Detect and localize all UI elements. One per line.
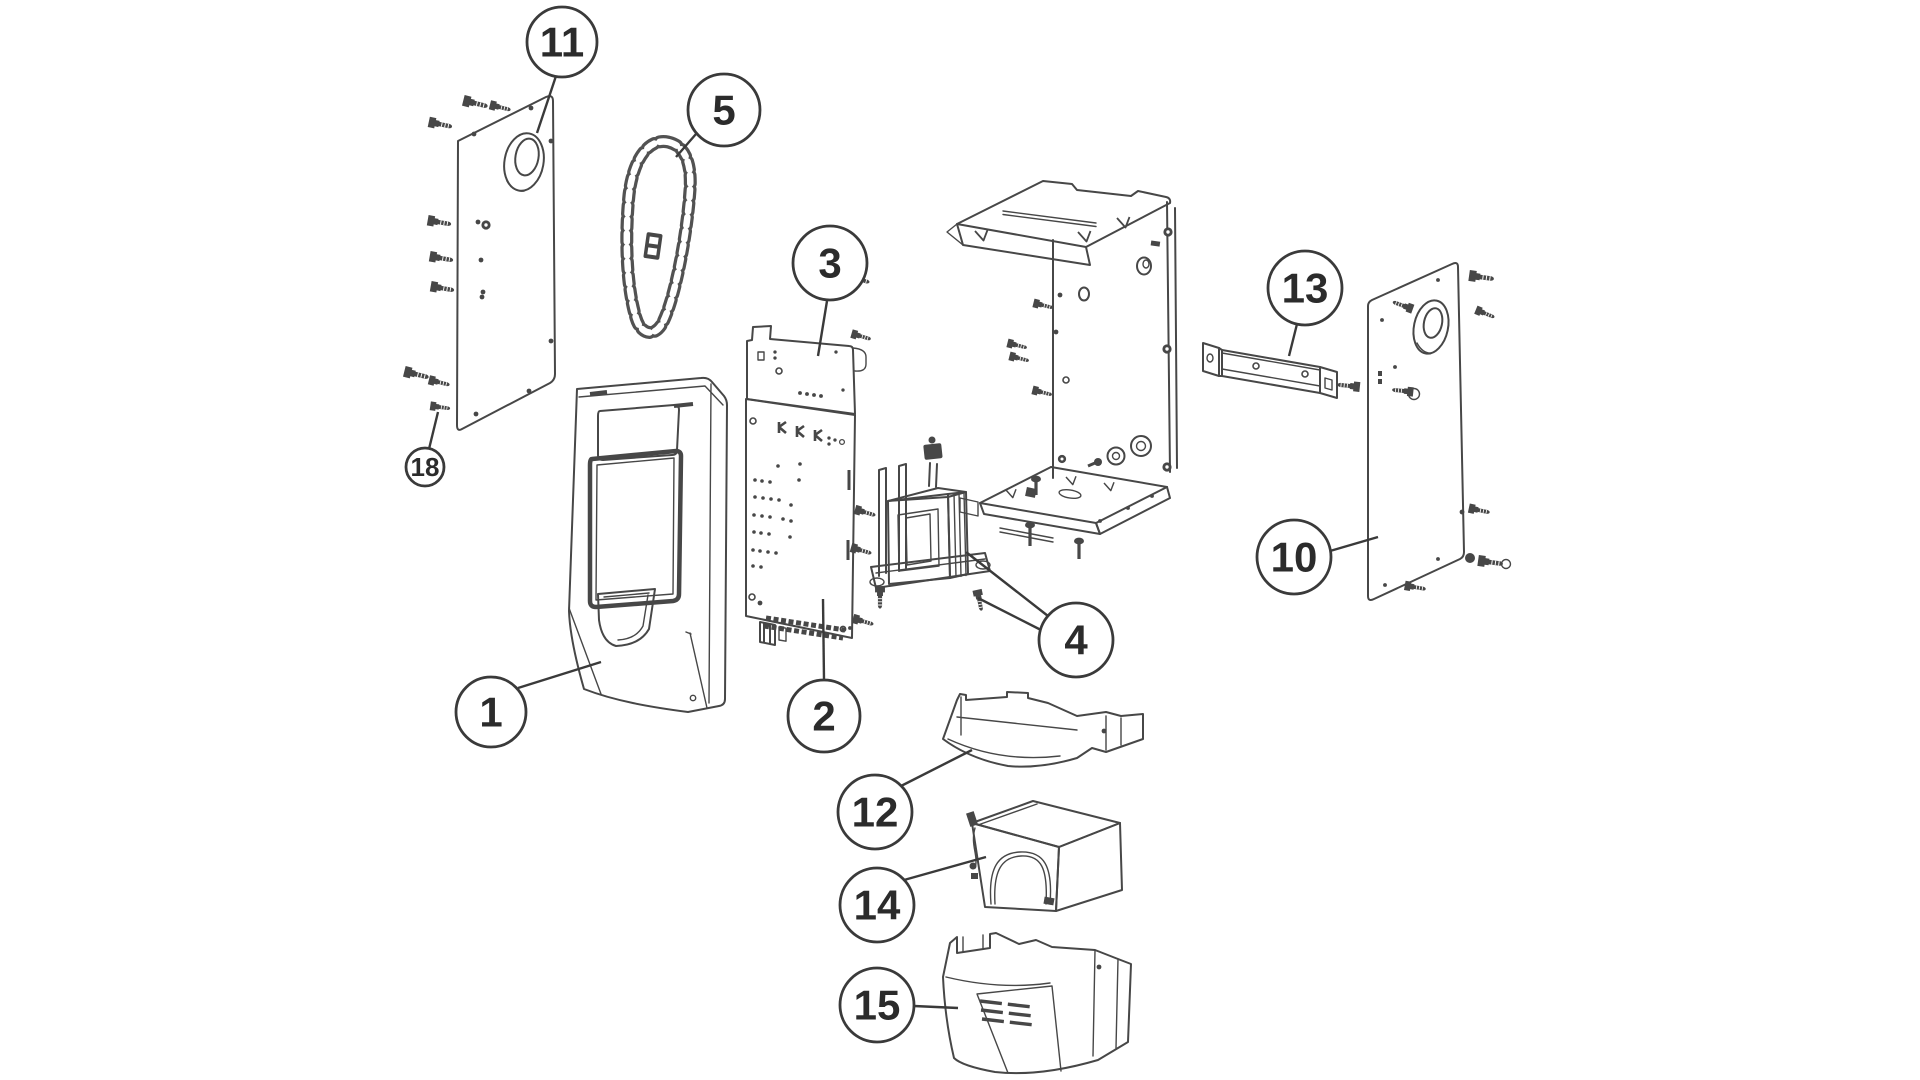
drive-chain bbox=[620, 135, 697, 339]
control-board bbox=[746, 271, 873, 415]
callout-11: 11 bbox=[525, 5, 599, 134]
callout-18-label: 18 bbox=[411, 452, 440, 482]
chain-master-link bbox=[643, 232, 663, 260]
callout-1-label: 1 bbox=[479, 689, 502, 736]
callout-3: 3 bbox=[791, 224, 869, 357]
callout-13: 13 bbox=[1266, 249, 1344, 357]
callout-12: 12 bbox=[836, 748, 973, 851]
transformer bbox=[869, 436, 991, 613]
callout-10-label: 10 bbox=[1271, 534, 1318, 581]
callout-5-label: 5 bbox=[712, 87, 735, 134]
callout-2-label: 2 bbox=[812, 693, 835, 740]
callout-4-label: 4 bbox=[1064, 617, 1088, 664]
callout-15: 15 bbox=[838, 966, 959, 1044]
callout-13-label: 13 bbox=[1282, 265, 1329, 312]
callout-4: 4 bbox=[965, 551, 1115, 679]
callout-11-label: 11 bbox=[540, 19, 584, 66]
mount-bracket bbox=[1202, 342, 1361, 399]
battery-tray bbox=[942, 691, 1144, 768]
callout-12-label: 12 bbox=[852, 789, 899, 836]
battery bbox=[966, 800, 1123, 912]
callout-2: 2 bbox=[786, 598, 862, 754]
main-board bbox=[745, 398, 878, 646]
callout-15-label: 15 bbox=[854, 982, 901, 1029]
bottom-cover bbox=[942, 932, 1132, 1075]
callout-1: 1 bbox=[454, 660, 602, 749]
side-panel-right bbox=[1367, 262, 1512, 601]
callout-5: 5 bbox=[675, 72, 762, 158]
front-cover bbox=[568, 376, 728, 713]
callout-14: 14 bbox=[838, 855, 987, 944]
callout-18: 18 bbox=[404, 411, 446, 488]
callout-3-label: 3 bbox=[818, 240, 841, 287]
callout-10: 10 bbox=[1255, 518, 1379, 596]
chassis bbox=[946, 180, 1178, 559]
callout-14-label: 14 bbox=[854, 882, 901, 929]
rear-left-panel bbox=[456, 95, 556, 431]
